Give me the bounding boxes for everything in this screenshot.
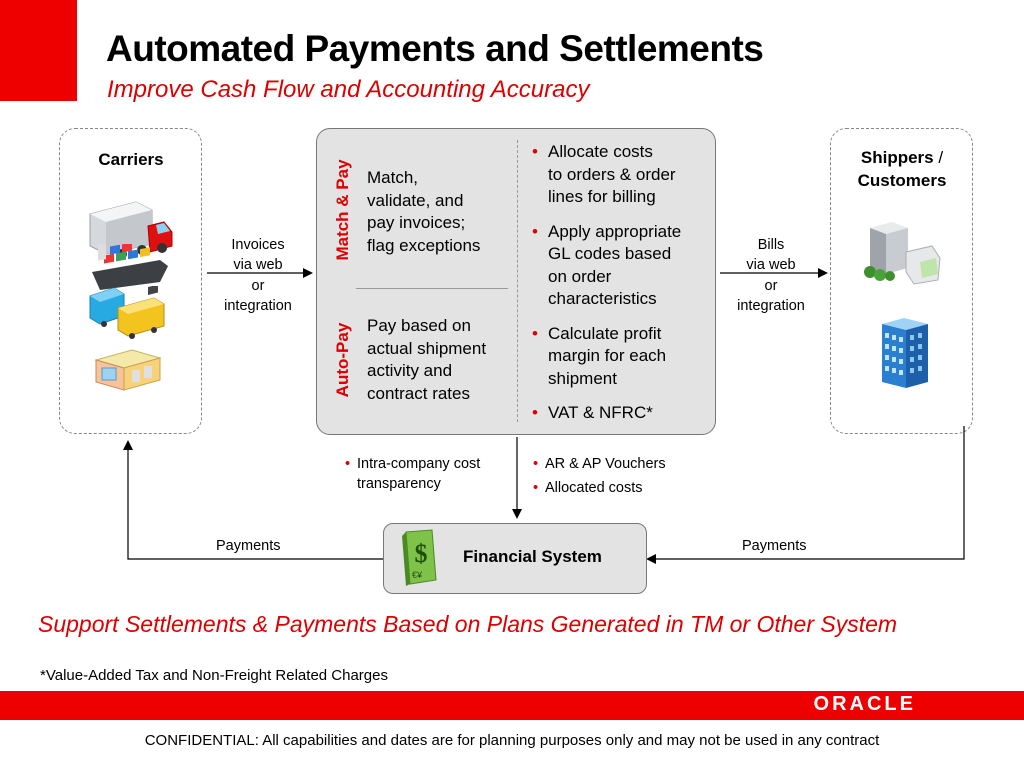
bills-line-3: or bbox=[764, 278, 778, 294]
auto-pay-line-3: activity and bbox=[367, 361, 453, 380]
match-pay-line-4: flag exceptions bbox=[367, 235, 481, 255]
invoices-line-1: Invoices bbox=[231, 237, 285, 253]
customers-label: Customers bbox=[857, 171, 947, 190]
panel-divider-horizontal bbox=[356, 288, 508, 289]
footer-band bbox=[0, 691, 1024, 720]
invoices-label-lower: or integration bbox=[209, 276, 307, 316]
oracle-logo: ORACLE bbox=[813, 693, 916, 715]
shippers-label-bold: Shippers bbox=[860, 148, 934, 167]
header-accent-block bbox=[0, 0, 77, 101]
auto-pay-line-4: contract rates bbox=[367, 383, 470, 403]
intra-company-bullets: Intra-company cost transparency bbox=[343, 454, 513, 498]
auto-pay-description: Pay based on actual shipment activity an… bbox=[367, 315, 512, 405]
shippers-label-slash: / bbox=[933, 148, 944, 167]
bullet-allocated-costs: Allocated costs bbox=[531, 478, 711, 498]
auto-pay-label: Auto-Pay bbox=[333, 322, 352, 398]
bills-label-lower: or integration bbox=[722, 276, 820, 316]
bullet-profit-margin: Calculate profit margin for each shipment bbox=[528, 323, 713, 391]
bullet-line: Allocate costs bbox=[548, 142, 653, 161]
bullet-line: GL codes based bbox=[548, 244, 672, 263]
bullet-line: margin for each bbox=[548, 346, 667, 365]
bills-arrow bbox=[720, 268, 828, 278]
footnote: *Value-Added Tax and Non-Freight Related… bbox=[40, 667, 388, 684]
bullet-line: to orders & order bbox=[548, 164, 676, 184]
bullet-line: transparency bbox=[357, 476, 441, 492]
invoices-line-2: via web bbox=[233, 257, 283, 273]
match-pay-description: Match, validate, and pay invoices; flag … bbox=[367, 167, 512, 257]
svg-text:$: $ bbox=[415, 539, 428, 568]
payments-left-arrow bbox=[123, 440, 384, 560]
bullet-line: shipment bbox=[548, 368, 617, 388]
page-title: Automated Payments and Settlements bbox=[106, 28, 764, 69]
office-building-icon bbox=[864, 222, 941, 285]
payments-right-label: Payments bbox=[742, 538, 807, 554]
page-subtitle: Improve Cash Flow and Accounting Accurac… bbox=[107, 76, 590, 103]
voucher-bullets: AR & AP Vouchers Allocated costs bbox=[531, 454, 711, 502]
bills-line-1: Bills bbox=[757, 237, 785, 253]
auto-pay-line-1: Pay based on bbox=[367, 316, 471, 335]
train-icon bbox=[89, 286, 165, 339]
tower-building-icon bbox=[882, 318, 928, 388]
bills-line-4: integration bbox=[737, 298, 805, 314]
bullet-line: VAT & NFRC* bbox=[548, 403, 653, 422]
bullet-ar-ap-vouchers: AR & AP Vouchers bbox=[531, 454, 711, 474]
invoices-line-3: or bbox=[251, 278, 265, 294]
invoices-line-4: integration bbox=[224, 298, 292, 314]
bullet-line: characteristics bbox=[548, 289, 657, 308]
bills-line-2: via web bbox=[746, 257, 796, 273]
match-pay-line-1: Match, bbox=[367, 168, 419, 187]
carriers-label: Carriers bbox=[98, 150, 164, 169]
money-book-icon: $ €¥ bbox=[402, 529, 437, 586]
warehouse-icon bbox=[94, 349, 162, 391]
payments-left-label: Payments bbox=[216, 538, 281, 554]
bullet-line: lines for billing bbox=[548, 187, 656, 206]
invoices-label: Invoices via web bbox=[209, 235, 307, 275]
confidential-notice: CONFIDENTIAL: All capabilities and dates… bbox=[144, 732, 880, 749]
payments-right-arrow bbox=[646, 426, 965, 564]
bullet-line: on order bbox=[548, 266, 612, 286]
bullet-vat-nfrc: VAT & NFRC* bbox=[528, 402, 713, 425]
shippers-label: Shippers / Customers bbox=[830, 146, 974, 192]
panel-to-financial-arrow bbox=[512, 437, 522, 519]
bullet-line: Calculate profit bbox=[548, 323, 662, 343]
auto-pay-line-2: actual shipment bbox=[367, 338, 487, 358]
match-pay-label: Match & Pay bbox=[333, 159, 352, 261]
capability-bullet-list: Allocate costs to orders & order lines for… bbox=[528, 141, 713, 437]
tagline: Support Settlements & Payments Based on … bbox=[38, 611, 898, 637]
svg-text:€¥: €¥ bbox=[412, 570, 423, 580]
match-pay-line-3: pay invoices; bbox=[367, 213, 466, 232]
bullet-line: Apply appropriate bbox=[548, 221, 682, 241]
invoices-arrow bbox=[207, 268, 313, 278]
bullet-gl-codes: Apply appropriate GL codes based on order c… bbox=[528, 221, 713, 311]
bullet-line: Intra-company cost bbox=[357, 456, 481, 472]
bills-label: Bills via web bbox=[722, 235, 820, 275]
financial-system-label: Financial System bbox=[463, 547, 602, 566]
ship-icon bbox=[92, 244, 168, 290]
panel-divider-vertical bbox=[517, 140, 518, 422]
bullet-allocate-costs: Allocate costs to orders & order lines for… bbox=[528, 141, 713, 209]
match-pay-line-2: validate, and bbox=[367, 190, 464, 210]
bullet-intra-company: Intra-company cost transparency bbox=[343, 454, 513, 494]
